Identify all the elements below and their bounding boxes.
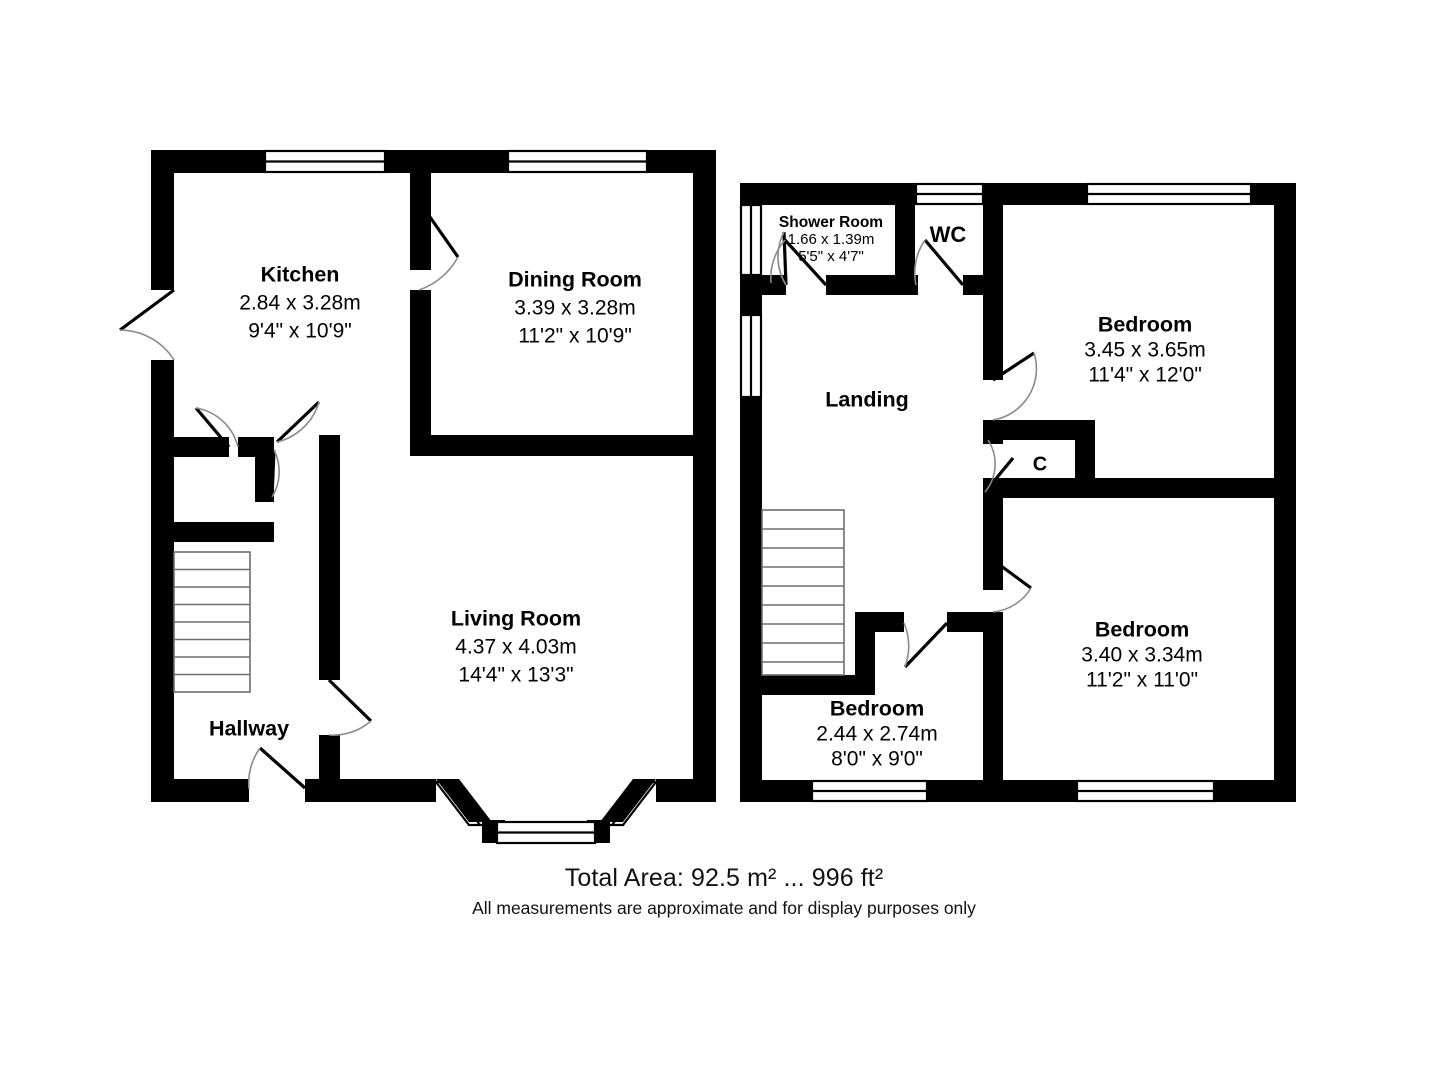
room-label-living-room: Living Room — [451, 607, 581, 631]
door-understairs-cupboard — [270, 449, 280, 498]
room-dim-metric-living-room: 4.37 x 4.03m — [455, 636, 576, 659]
door-shower-room-leaf2 — [769, 238, 828, 287]
ground-floor-plan: Kitchen 2.84 x 3.28m 9'4" x 10'9" Dining… — [119, 149, 716, 845]
door-cupboard — [983, 439, 1015, 494]
room-label-shower-room: Shower Room — [779, 214, 883, 231]
door-hall-living-room — [327, 678, 373, 736]
room-dim-imperial-bedroom-3: 8'0" x 9'0" — [831, 748, 923, 771]
bay-window-living-room — [433, 779, 659, 845]
door-kitchen-back — [119, 288, 175, 361]
window-wc — [914, 182, 985, 206]
ground-floor-windows — [263, 149, 649, 174]
room-label-dining-room: Dining Room — [508, 268, 642, 292]
room-label-bedroom-2: Bedroom — [1095, 618, 1189, 642]
total-area-text: Total Area: 92.5 m² ... 996 ft² — [564, 864, 884, 892]
room-dim-metric-bedroom-2: 3.40 x 3.34m — [1081, 644, 1202, 667]
room-dim-imperial-bedroom-1: 11'4" x 12'0" — [1088, 364, 1202, 387]
window-dining-room — [506, 149, 649, 174]
door-hall-kitchen-upper — [275, 400, 321, 444]
first-floor-windows — [739, 182, 1253, 803]
first-floor-doors — [769, 231, 1038, 669]
ground-floor-doors — [119, 199, 460, 790]
room-label-bedroom-3: Bedroom — [830, 697, 924, 721]
first-floor-plan: Shower Room 1.66 x 1.39m 5'5" x 4'7" WC … — [739, 182, 1296, 803]
door-bedroom-2 — [992, 558, 1032, 613]
door-wc — [913, 238, 965, 287]
room-dim-imperial-shower-room: 5'5" x 4'7" — [798, 248, 864, 265]
room-label-kitchen: Kitchen — [261, 263, 340, 287]
door-bedroom-3 — [903, 621, 949, 669]
room-label-bedroom-1: Bedroom — [1098, 313, 1192, 337]
door-front-entrance — [247, 746, 307, 790]
disclaimer-text: All measurements are approximate and for… — [472, 898, 976, 918]
room-dim-metric-dining-room: 3.39 x 3.28m — [514, 297, 635, 320]
ground-floor-labels: Kitchen 2.84 x 3.28m 9'4" x 10'9" Dining… — [209, 263, 642, 741]
room-dim-metric-shower-room: 1.66 x 1.39m — [788, 231, 875, 248]
window-bedroom-1-front — [1085, 182, 1253, 206]
room-label-hallway: Hallway — [209, 717, 289, 741]
door-kitchen-hallway — [194, 406, 239, 449]
window-landing-lower — [739, 313, 763, 399]
room-label-landing: Landing — [825, 388, 909, 412]
room-dim-imperial-kitchen: 9'4" x 10'9" — [248, 320, 352, 343]
room-dim-imperial-bedroom-2: 11'2" x 11'0" — [1086, 669, 1198, 692]
room-dim-imperial-living-room: 14'4" x 13'3" — [458, 664, 573, 687]
room-label-cupboard: C — [1033, 453, 1047, 475]
room-dim-metric-bedroom-3: 2.44 x 2.74m — [816, 723, 937, 746]
room-label-wc: WC — [930, 222, 967, 247]
first-floor-walls — [740, 183, 1296, 802]
room-dim-metric-kitchen: 2.84 x 3.28m — [239, 292, 360, 315]
window-kitchen — [263, 149, 387, 174]
staircase-first-floor — [761, 509, 845, 676]
first-floor-labels: Shower Room 1.66 x 1.39m 5'5" x 4'7" WC … — [779, 214, 1206, 770]
room-dim-imperial-dining-room: 11'2" x 10'9" — [518, 325, 632, 348]
window-bedroom-3-rear — [810, 779, 929, 803]
window-bedroom-2-rear — [1075, 779, 1216, 803]
window-landing-upper — [739, 203, 763, 277]
door-bedroom-1 — [992, 351, 1038, 421]
staircase-ground-floor — [173, 551, 251, 693]
ground-floor-walls — [151, 150, 716, 802]
door-kitchen-dining — [416, 199, 460, 291]
room-dim-metric-bedroom-1: 3.45 x 3.65m — [1084, 339, 1205, 362]
